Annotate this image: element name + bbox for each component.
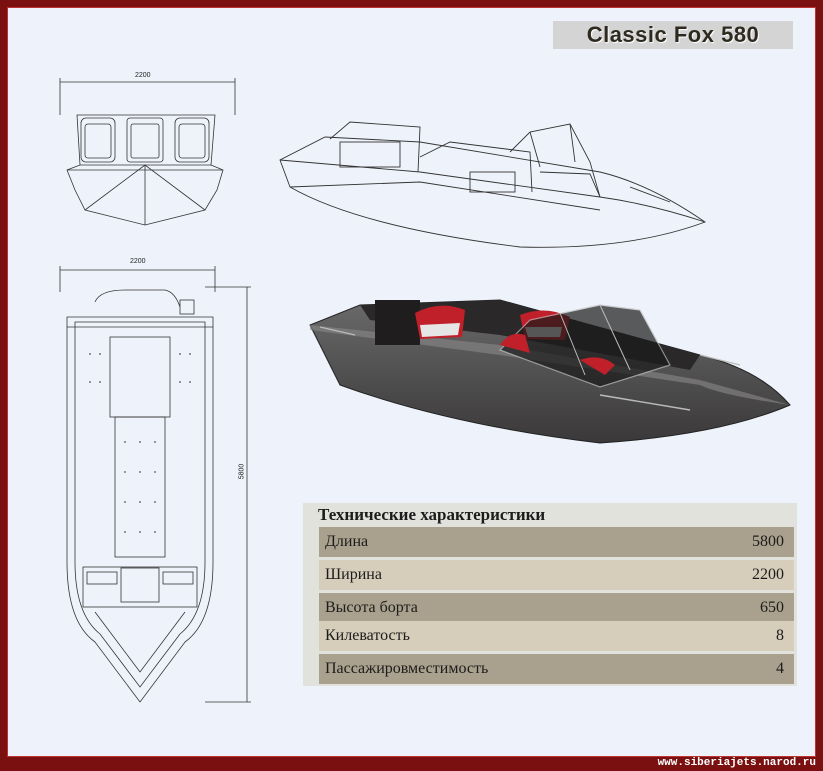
table-row: Высота борта 650 <box>319 593 794 623</box>
table-row: Длина 5800 <box>319 527 794 557</box>
spec-value: 650 <box>760 599 784 616</box>
specs-heading: Технические характеристики <box>318 505 546 524</box>
table-row: Пассажировместимость 4 <box>319 654 794 684</box>
spec-value: 2200 <box>752 566 784 583</box>
specs-table: Технические характеристики Длина 5800 Ши… <box>303 503 797 686</box>
table-row: Килеватость 8 <box>319 621 794 651</box>
footer-url: www.siberiajets.narod.ru <box>657 757 816 769</box>
boat-3d-render <box>309 299 791 444</box>
top-length-label: 5800 <box>238 463 246 480</box>
title-plate: Classic Fox 580 <box>553 21 793 49</box>
spec-label: Килеватость <box>325 627 410 644</box>
top-view-drawing <box>59 266 251 703</box>
spec-value: 4 <box>776 660 784 677</box>
spec-value: 5800 <box>752 533 784 550</box>
spec-label: Ширина <box>325 566 382 583</box>
front-view-drawing <box>59 78 236 226</box>
front-width-label: 2200 <box>135 72 151 79</box>
spec-label: Высота борта <box>325 599 418 616</box>
isometric-line-drawing <box>279 121 706 248</box>
page-title: Classic Fox 580 <box>586 22 760 47</box>
spec-label: Пассажировместимость <box>325 660 489 677</box>
spec-value: 8 <box>776 627 784 644</box>
top-width-label: 2200 <box>130 258 146 265</box>
table-row: Ширина 2200 <box>319 560 794 590</box>
spec-label: Длина <box>325 533 369 550</box>
